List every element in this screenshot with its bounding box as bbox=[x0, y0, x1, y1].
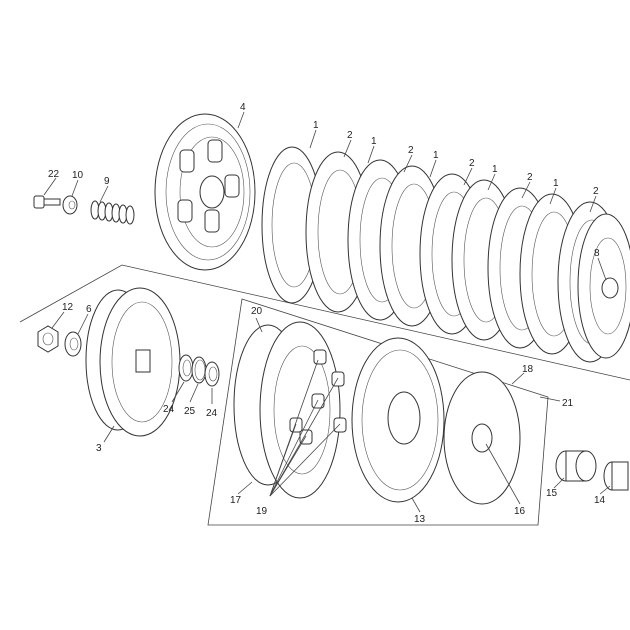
callout-24b: 24 bbox=[206, 408, 218, 419]
primary-gear bbox=[351, 337, 445, 503]
callout-2c: 2 bbox=[469, 158, 475, 169]
callout-9: 9 bbox=[104, 176, 110, 187]
callout-19: 19 bbox=[256, 506, 268, 517]
callout-12: 12 bbox=[62, 302, 74, 313]
guide-lines bbox=[19, 264, 630, 402]
callout-4: 4 bbox=[240, 102, 246, 113]
spring bbox=[90, 200, 135, 225]
callout-17: 17 bbox=[230, 495, 242, 506]
callout-1a: 1 bbox=[313, 120, 319, 131]
clutch-hub bbox=[233, 321, 347, 499]
bushing bbox=[603, 461, 629, 491]
callout-14: 14 bbox=[594, 495, 606, 506]
callout-21: 21 bbox=[562, 398, 574, 409]
circlip-25 bbox=[191, 356, 207, 384]
callout-2d: 2 bbox=[527, 172, 533, 183]
needle-bearing bbox=[555, 450, 597, 482]
callout-16: 16 bbox=[514, 506, 526, 517]
callout-labels: 4 22 10 9 1 2 1 2 1 2 1 2 1 2 8 12 6 20 … bbox=[48, 102, 606, 525]
washer-6 bbox=[64, 331, 82, 357]
subassembly-frame bbox=[207, 298, 549, 526]
callout-2e: 2 bbox=[593, 186, 599, 197]
callout-6: 6 bbox=[86, 304, 92, 315]
callout-10: 10 bbox=[72, 170, 84, 181]
callout-25: 25 bbox=[184, 406, 196, 417]
nut-12 bbox=[37, 325, 59, 353]
callout-2b: 2 bbox=[408, 145, 414, 156]
clutch-drum bbox=[85, 287, 181, 437]
callout-20: 20 bbox=[251, 306, 263, 317]
callout-24a: 24 bbox=[163, 404, 175, 415]
callout-22: 22 bbox=[48, 169, 60, 180]
callout-2a: 2 bbox=[347, 130, 353, 141]
washer-24-right bbox=[204, 361, 220, 387]
callout-18: 18 bbox=[522, 364, 534, 375]
callout-1d: 1 bbox=[492, 164, 498, 175]
callout-13: 13 bbox=[414, 514, 426, 525]
leader-19 bbox=[269, 359, 341, 497]
callout-1b: 1 bbox=[371, 136, 377, 147]
callout-3: 3 bbox=[96, 443, 102, 454]
callout-8: 8 bbox=[594, 248, 600, 259]
washer-24-left bbox=[178, 354, 194, 382]
plate-stack bbox=[261, 146, 630, 363]
pressure-plate bbox=[154, 113, 256, 271]
leader-lines bbox=[43, 111, 611, 513]
washer-10 bbox=[62, 195, 78, 215]
bolt bbox=[33, 195, 61, 209]
callout-15: 15 bbox=[546, 488, 558, 499]
callout-1e: 1 bbox=[553, 178, 559, 189]
callout-1c: 1 bbox=[433, 150, 439, 161]
